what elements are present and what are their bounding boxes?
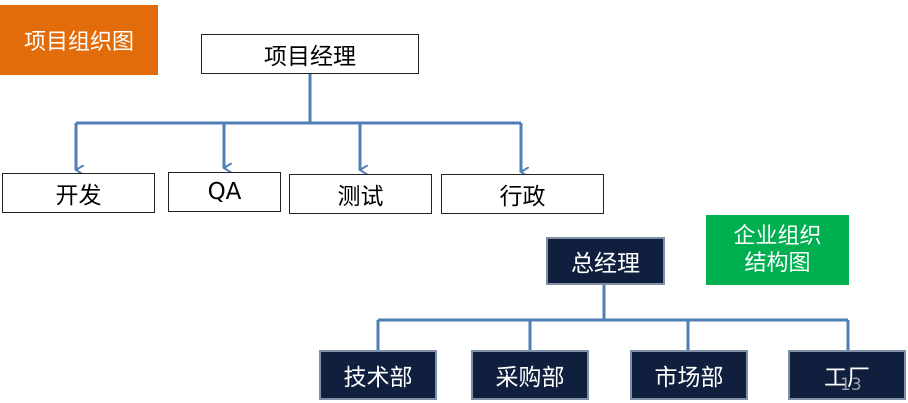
general-manager-node: 总经理 [546, 237, 665, 285]
company-chart-badge-line1: 企业组织 [733, 224, 822, 249]
qa-node: QA [168, 172, 281, 212]
tech-dept-node: 技术部 [319, 350, 437, 400]
general-manager-label: 总经理 [571, 251, 640, 277]
company-chart-connectors [376, 284, 850, 350]
company-chart-badge: 企业组织 结构图 [706, 215, 849, 285]
project-chart-badge-label: 项目组织图 [23, 30, 134, 55]
procurement-dept-node: 采购部 [471, 350, 589, 400]
admin-node: 行政 [441, 174, 604, 214]
company-chart-badge-line2: 结构图 [744, 251, 811, 276]
project-chart-badge: 项目组织图 [0, 5, 158, 75]
tech-dept-label: 技术部 [343, 365, 413, 391]
qa-label: QA [207, 179, 242, 205]
marketing-dept-label: 市场部 [654, 365, 724, 391]
testing-node: 测试 [289, 174, 432, 214]
page-number: 13 [840, 375, 862, 395]
factory-node: 工厂 [788, 350, 906, 400]
procurement-dept-label: 采购部 [495, 365, 565, 391]
marketing-dept-node: 市场部 [630, 350, 748, 400]
factory-label: 工厂 [824, 365, 870, 391]
project-manager-node: 项目经理 [201, 34, 419, 74]
project-manager-label: 项目经理 [264, 44, 356, 70]
dev-node: 开发 [2, 173, 155, 213]
admin-label: 行政 [499, 184, 546, 210]
project-chart-connectors [76, 73, 521, 172]
dev-label: 开发 [55, 183, 102, 209]
testing-label: 测试 [337, 184, 384, 210]
